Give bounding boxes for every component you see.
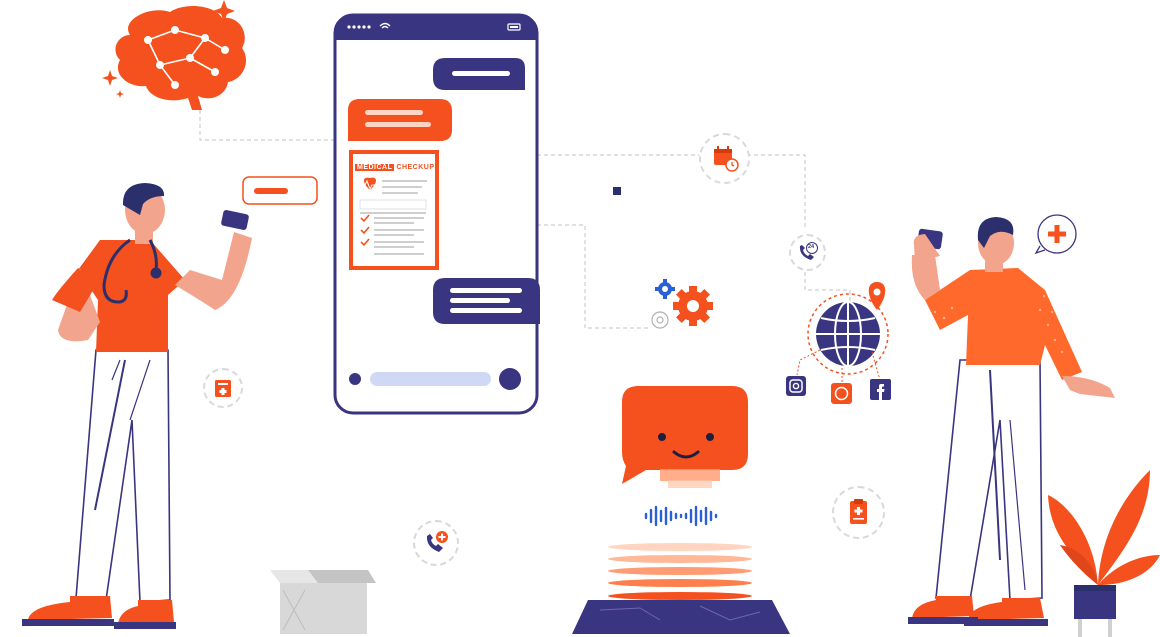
doctor-character — [22, 183, 252, 629]
sparkle-icon — [102, 0, 235, 98]
smiley-chat-icon — [622, 386, 748, 488]
checklist — [360, 214, 370, 247]
facebook-icon — [870, 379, 891, 400]
plus-chat-icon — [1034, 214, 1077, 255]
instagram-icon — [786, 376, 806, 396]
title-part1: MEDICAL — [355, 164, 395, 171]
plant-icon — [1048, 470, 1160, 637]
hologram-base — [572, 543, 790, 634]
attach-dot — [349, 373, 361, 385]
chat-bubble-reply — [433, 278, 540, 324]
wifi-icon — [379, 22, 391, 29]
speech-tag — [242, 176, 318, 205]
phone-add-circle — [413, 520, 459, 566]
phone-mockup — [333, 13, 540, 415]
phone-24-label: 24 — [808, 244, 815, 250]
medical-file-icon — [215, 380, 231, 397]
clipboard-circle — [832, 486, 885, 539]
calendar-circle — [699, 133, 750, 184]
voice-wave-icon — [644, 505, 718, 527]
signal-dots — [347, 25, 371, 29]
message-input-bar — [370, 372, 491, 386]
box-icon — [270, 570, 376, 634]
brain-icon — [115, 6, 247, 111]
globe-icon — [807, 293, 889, 375]
send-button-circle — [499, 368, 521, 390]
gear-icon — [651, 279, 713, 329]
phone-add-icon — [426, 531, 448, 552]
chat-bubble-outgoing — [348, 99, 452, 141]
title-part2: CHECKUP — [396, 164, 435, 171]
connector-lines — [199, 110, 851, 330]
clipboard-icon — [850, 499, 867, 524]
patient-character — [908, 217, 1115, 626]
location-pin-icon — [868, 282, 886, 310]
medical-file-circle — [203, 368, 243, 408]
phone-24-icon — [799, 242, 818, 260]
chat-bubble-incoming — [433, 58, 525, 90]
stethoscope-icon — [102, 238, 162, 304]
heart-icon — [361, 177, 379, 191]
calendar-icon — [714, 146, 739, 172]
social-connectors — [796, 349, 881, 383]
battery-icon — [507, 23, 521, 31]
phone-24-circle: 24 — [789, 234, 826, 271]
medical-checkup-card — [349, 150, 439, 270]
whatsapp-icon — [831, 383, 852, 404]
